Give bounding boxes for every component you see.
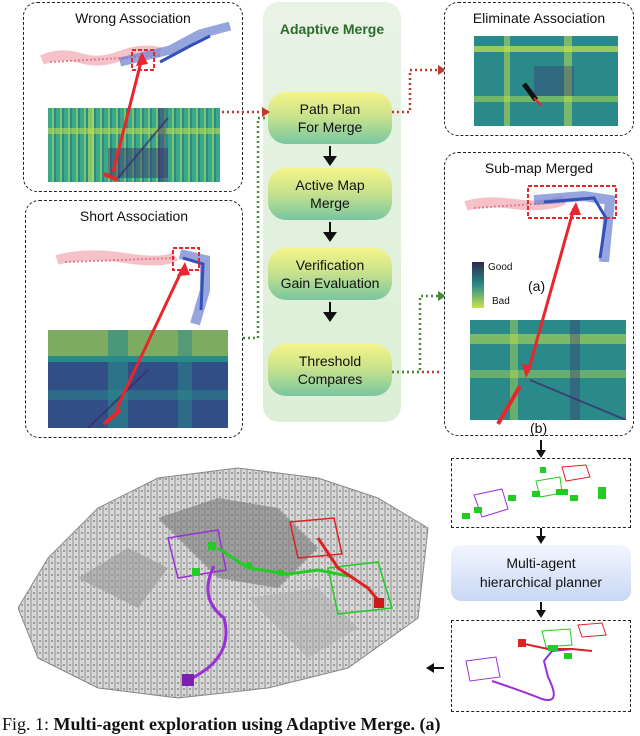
connector-to-eliminate [392, 68, 440, 114]
green-region [327, 561, 393, 615]
purple-path [187, 565, 228, 682]
green-path [217, 546, 349, 578]
adaptive-merge-title: Adaptive Merge [279, 21, 385, 37]
step-active-map-line1: Active Map [295, 177, 365, 193]
eliminate-association-heatmap [474, 36, 618, 126]
step-threshold-line2: Compares [297, 371, 363, 387]
eliminate-association-title: Eliminate Association [472, 10, 606, 26]
wrong-association-highlight [131, 49, 155, 71]
short-association-title: Short Association [79, 208, 189, 224]
red-region [289, 517, 343, 559]
legend-bad-label: Bad [492, 296, 510, 307]
step-active-map-line2: Merge [310, 195, 350, 211]
purple-region [167, 529, 227, 579]
step-path-plan-line1: Path Plan [299, 101, 361, 117]
step-verification-line1: Verification [295, 257, 365, 273]
caption-text: Multi-agent exploration using Adaptive M… [53, 714, 441, 734]
short-association-heatmap [48, 330, 228, 428]
submap-merged-arrow [526, 207, 576, 373]
colorbar-legend [472, 262, 484, 308]
wrong-association-title: Wrong Association [75, 10, 191, 26]
scene-3d-pointcloud [18, 467, 429, 699]
caption-prefix: Fig. 1: [2, 714, 50, 734]
short-association-pointcloud [55, 247, 210, 326]
planner-line1: Multi-agent [506, 555, 576, 571]
flow-arrow-1 [329, 146, 331, 160]
label-b: (b) [530, 420, 548, 436]
purple-agent [182, 674, 194, 686]
flow-arrowhead-3 [323, 312, 337, 322]
flow-arrow-2 [329, 222, 331, 236]
submap-merged-pointcloud [464, 185, 617, 262]
agents-panel-bottom-drawing [465, 622, 607, 701]
label-a: (a) [528, 278, 546, 294]
multi-agent-planner-box: Multi-agent hierarchical planner [451, 545, 631, 601]
eliminated-association-mark [522, 82, 538, 102]
flow-arrow-3 [329, 302, 331, 316]
step-path-plan-line2: For Merge [297, 119, 363, 135]
step-verification-line2: Gain Evaluation [280, 275, 380, 291]
submap-merged-title: Sub-map Merged [484, 160, 594, 176]
wrong-association-arrow [111, 57, 144, 173]
agents-panel-top-drawing [462, 464, 606, 519]
red-agent [374, 598, 384, 608]
wrong-association-pointcloud [40, 22, 232, 71]
submap-merged-heatmap [470, 320, 626, 420]
step-threshold-line1: Threshold [298, 353, 362, 369]
planner-line2: hierarchical planner [479, 574, 603, 590]
short-association-arrow [114, 269, 184, 411]
flow-arrowhead-2 [323, 232, 337, 242]
connector-short-to-path-plan [243, 116, 266, 340]
red-path [316, 537, 380, 601]
legend-good-label: Good [488, 262, 513, 273]
connector-green-to-merged [392, 294, 440, 374]
flow-arrowhead-1 [323, 156, 337, 166]
figure-caption: Fig. 1: Multi-agent exploration using Ad… [2, 714, 440, 735]
